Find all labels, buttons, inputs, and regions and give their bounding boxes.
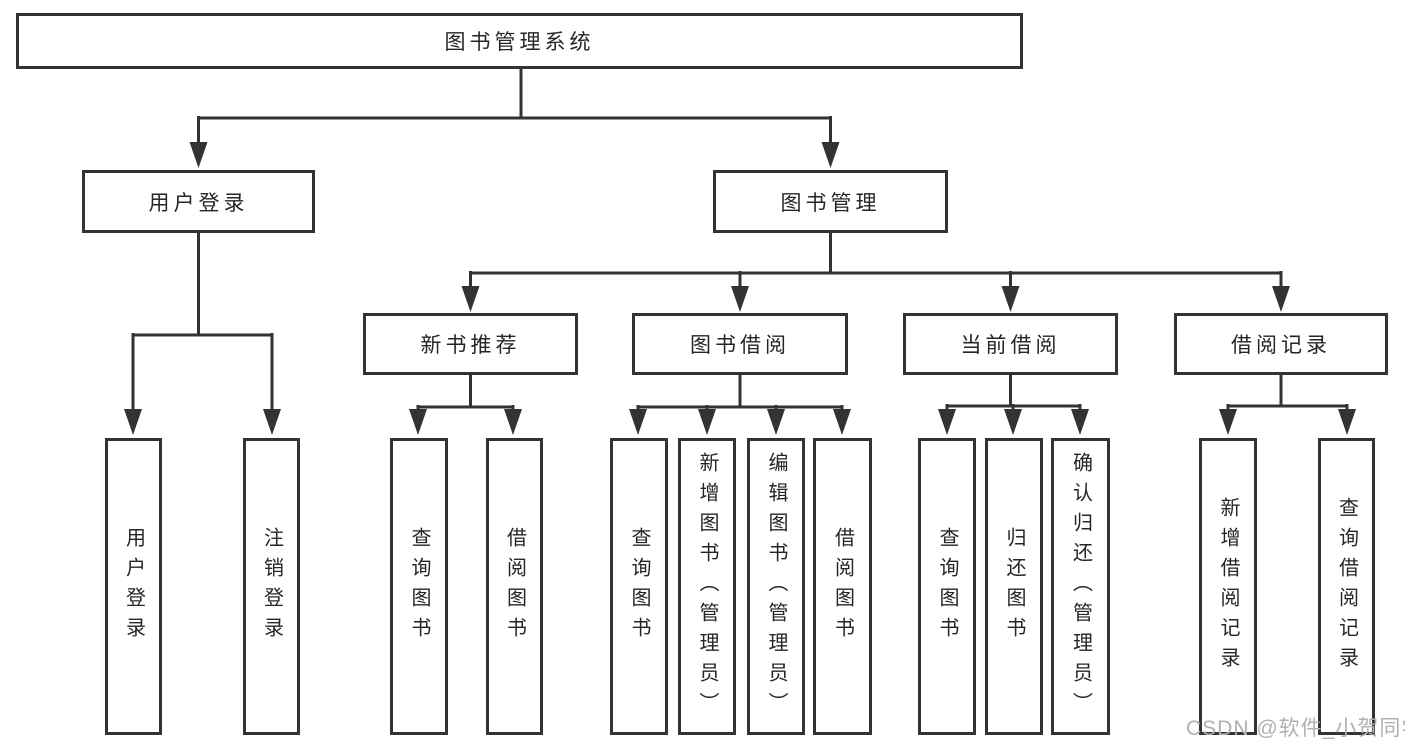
leaf-current-return-books: 归还图书 bbox=[985, 438, 1043, 735]
leaf-user-login: 用户登录 bbox=[105, 438, 162, 735]
node-book-borrow: 图书借阅 bbox=[632, 313, 848, 375]
node-user-login: 用户登录 bbox=[82, 170, 315, 233]
node-new-book-recommend: 新书推荐 bbox=[363, 313, 578, 375]
node-borrow-records: 借阅记录 bbox=[1174, 313, 1388, 375]
leaf-borrow-borrow-books: 借阅图书 bbox=[813, 438, 872, 735]
leaf-recommend-query-books: 查询图书 bbox=[390, 438, 448, 735]
leaf-recommend-borrow-books: 借阅图书 bbox=[486, 438, 543, 735]
leaf-records-query-record: 查询借阅记录 bbox=[1318, 438, 1375, 735]
leaf-borrow-add-books-admin: 新增图书（管理员） bbox=[678, 438, 736, 735]
node-current-borrow: 当前借阅 bbox=[903, 313, 1118, 375]
leaf-logout: 注销登录 bbox=[243, 438, 300, 735]
leaf-borrow-query-books: 查询图书 bbox=[610, 438, 668, 735]
leaf-records-add-record: 新增借阅记录 bbox=[1199, 438, 1257, 735]
leaf-borrow-edit-books-admin: 编辑图书（管理员） bbox=[747, 438, 805, 735]
node-book-management: 图书管理 bbox=[713, 170, 948, 233]
leaf-current-query-books: 查询图书 bbox=[918, 438, 976, 735]
node-root-system: 图书管理系统 bbox=[16, 13, 1023, 69]
csdn-watermark: CSDN @软件_小贺同学 bbox=[1186, 717, 1405, 740]
leaf-current-confirm-return-admin: 确认归还（管理员） bbox=[1051, 438, 1110, 735]
